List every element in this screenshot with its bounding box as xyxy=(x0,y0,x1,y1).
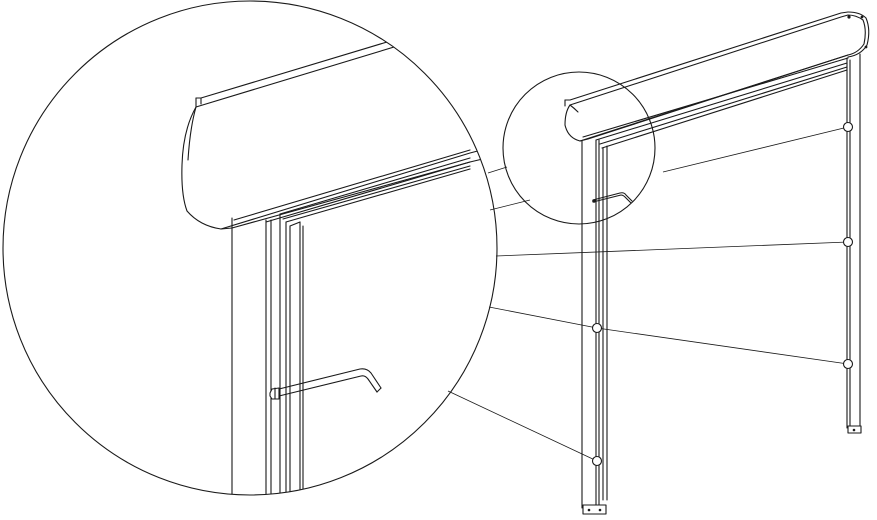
detail-magnifier-circle xyxy=(2,0,498,496)
callout-dot xyxy=(842,121,854,133)
callout-dots xyxy=(591,121,854,467)
left-post-foot xyxy=(582,504,607,515)
callout-dot xyxy=(842,358,854,370)
detail-source-circle xyxy=(502,71,656,225)
cassette-body xyxy=(564,14,866,142)
screw xyxy=(860,15,864,19)
detail-hex-key xyxy=(278,368,382,390)
screw xyxy=(864,45,868,49)
cassette-end-cap xyxy=(847,11,870,58)
leader-line-right-middle xyxy=(495,241,849,257)
callout-dot xyxy=(842,236,854,248)
leader-line-right-bottom xyxy=(596,327,849,365)
leader-line-upper xyxy=(489,199,531,211)
leader-line-top xyxy=(487,166,508,174)
cassette-top-lip xyxy=(564,11,849,101)
hex-key-small xyxy=(592,192,633,204)
callout-dot xyxy=(591,455,603,467)
leader-lines xyxy=(447,126,849,462)
frame-header-cassette xyxy=(564,11,870,149)
leader-line-post-bottom xyxy=(447,390,598,462)
leader-line-right-top xyxy=(662,126,849,173)
screw xyxy=(847,15,851,19)
detail-magnified-view xyxy=(181,3,497,495)
leader-line-post-middle xyxy=(488,306,598,329)
callout-dot xyxy=(591,322,603,334)
